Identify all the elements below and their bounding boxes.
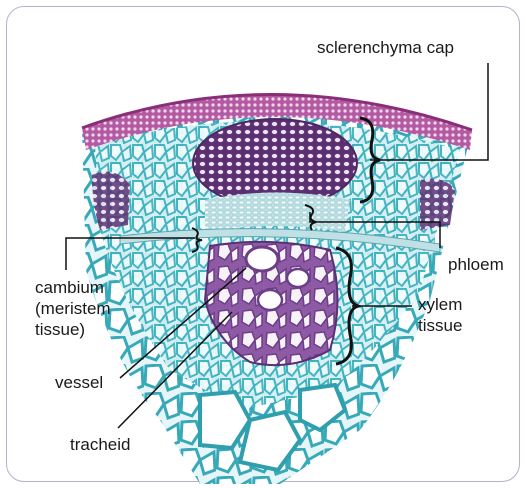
label-tracheid: tracheid <box>70 434 130 455</box>
left-sclerenchyma-fragment <box>92 172 130 230</box>
label-xylem-line2: tissue <box>418 315 462 336</box>
label-phloem: phloem <box>448 254 504 275</box>
label-xylem-tissue: xylem tissue <box>418 294 462 336</box>
label-sclerenchyma-cap: sclerenchyma cap <box>317 37 454 58</box>
label-vessel: vessel <box>55 372 103 393</box>
label-cambium-line3: tissue) <box>35 319 111 340</box>
label-cambium: cambium (meristem tissue) <box>35 277 111 340</box>
vessel-element <box>246 247 278 271</box>
label-cambium-line1: cambium <box>35 277 111 298</box>
label-cambium-line2: (meristem <box>35 298 111 319</box>
label-xylem-line1: xylem <box>418 294 462 315</box>
